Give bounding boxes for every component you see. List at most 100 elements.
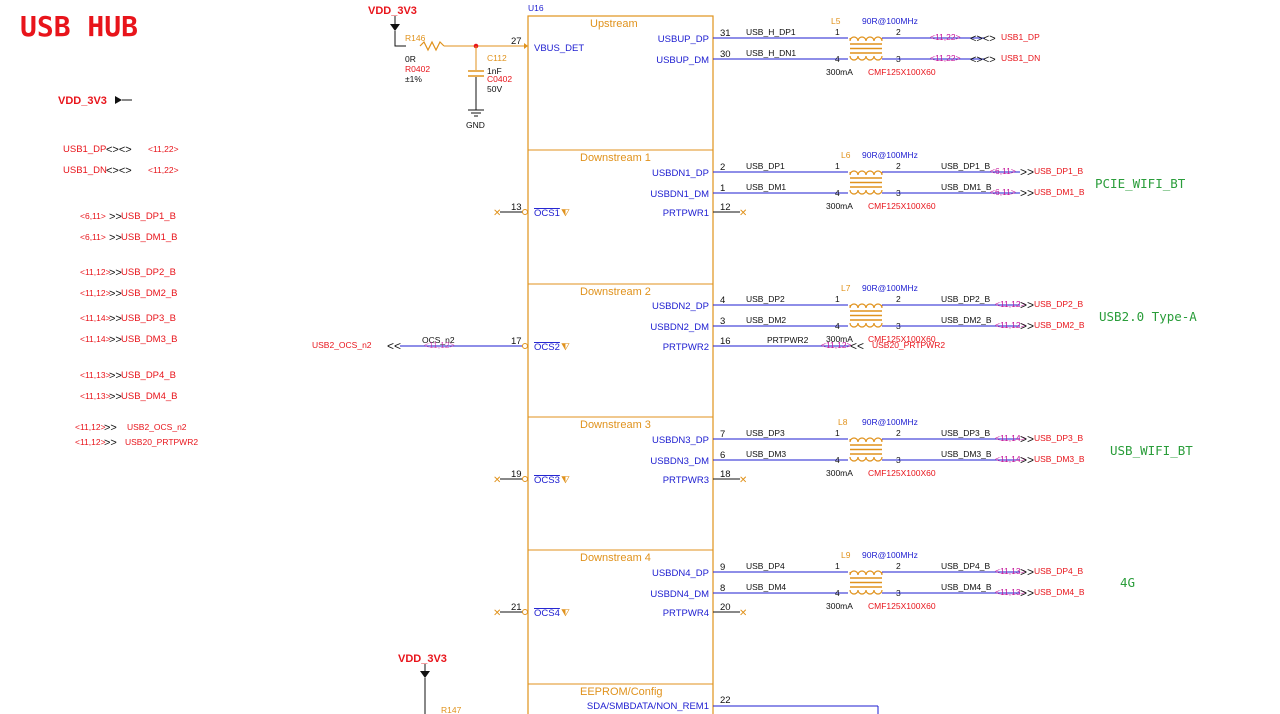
ocs2-port-label: USB2_OCS_n2 <box>312 340 372 350</box>
choke-pin: 2 <box>896 27 901 37</box>
pin-name: OCS2 <box>534 342 560 353</box>
net-name: USB_DP3 <box>746 428 785 438</box>
xref: <11,22> <box>930 32 961 42</box>
choke-pin: 1 <box>835 294 840 304</box>
net-name: USB_DM4_B <box>941 582 992 592</box>
net-name: USB_DM1_B <box>941 182 992 192</box>
schmitt-icon: ⧨ <box>561 208 570 219</box>
pin-number: 19 <box>511 469 522 480</box>
choke-pin: 2 <box>896 428 901 438</box>
left-port-name: USB_DM2_B <box>121 288 178 299</box>
port-out-icon: >> <box>1020 298 1034 312</box>
bidir-icon: <><> <box>970 33 996 45</box>
bottom-vdd-label: VDD_3V3 <box>398 653 447 665</box>
pin-number: 2 <box>720 162 725 173</box>
pin-number: 30 <box>720 49 731 60</box>
pin-name: PRTPWR1 <box>663 208 709 219</box>
pin-name: PRTPWR3 <box>663 475 709 486</box>
pin-name: USBDN3_DP <box>652 435 709 446</box>
choke-pin: 1 <box>835 561 840 571</box>
pin-number: 7 <box>720 429 725 440</box>
capacitor-value: 1nF <box>487 66 502 76</box>
left-vdd-flag: VDD_3V3 <box>58 95 132 107</box>
coil-icon <box>849 303 883 309</box>
pin-name: OCS3 <box>534 475 560 486</box>
left-port-xref: <11,13> <box>80 370 111 380</box>
pin-number: 22 <box>720 695 731 706</box>
pin-number: 16 <box>720 336 731 347</box>
port-out-icon: >> <box>109 370 122 382</box>
prtpwr2-xref: <11,12> <box>821 340 852 350</box>
left-port-xref: <11,14> <box>80 334 111 344</box>
port-out-icon: >> <box>109 288 122 300</box>
choke-pin: 4 <box>835 188 840 198</box>
prtpwr2-net: PRTPWR2 <11,12> << USB20_PRTPWR2 <box>713 335 945 353</box>
pin-number: 21 <box>511 602 522 613</box>
left-port-xref: <11,22> <box>148 165 179 175</box>
left-port-name: USB_DP1_B <box>121 211 176 222</box>
left-port-xref: <11,12> <box>80 288 111 298</box>
group-label-usb-wifi-bt: USB_WIFI_BT <box>1110 443 1193 458</box>
bidir-icon: <><> <box>106 144 132 156</box>
pin-name: USBDN3_DM <box>650 456 709 467</box>
top-vdd-label: VDD_3V3 <box>368 5 417 17</box>
choke-current: 300mA <box>826 67 853 77</box>
port-label: USB_DM4_B <box>1034 587 1085 597</box>
left-port-xref: <11,12> <box>80 267 111 277</box>
capacitor-voltage: 50V <box>487 84 502 94</box>
bottom-vdd-network: VDD_3V3 R147 <box>398 653 879 714</box>
net-name: USB_DP1 <box>746 161 785 171</box>
choke-package: CMF125X100X60 <box>868 601 936 611</box>
ic-ref: U16 <box>528 3 544 13</box>
choke-ref: L9 <box>841 550 851 560</box>
left-vdd-label: VDD_3V3 <box>58 95 107 107</box>
net-name: USB_DM3_B <box>941 449 992 459</box>
pin-name: USBDN2_DP <box>652 301 709 312</box>
choke-pin: 4 <box>835 455 840 465</box>
port-label: USB_DP4_B <box>1034 566 1083 576</box>
port-out-icon: >> <box>1020 586 1034 600</box>
group-label-usb-type-a: USB2.0 Type-A <box>1099 309 1197 324</box>
pin-number: 1 <box>720 183 725 194</box>
port-out-icon: >> <box>1020 432 1034 446</box>
choke-current: 300mA <box>826 334 853 344</box>
capacitor-ref: C112 <box>487 53 507 63</box>
port-label: USB_DM2_B <box>1034 320 1085 330</box>
pin-number: 8 <box>720 583 725 594</box>
left-port-name: USB_DM3_B <box>121 334 178 345</box>
net-name: USB_H_DP1 <box>746 27 796 37</box>
schmitt-icon: ⧨ <box>561 342 570 353</box>
choke-package: CMF125X100X60 <box>868 468 936 478</box>
port-label: USB_DM3_B <box>1034 454 1085 464</box>
pin-name: OCS4 <box>534 608 560 619</box>
choke-current: 300mA <box>826 601 853 611</box>
coil-icon <box>849 36 883 42</box>
no-connect-icon: ✕ <box>493 208 501 219</box>
ocs2-net: USB2_OCS_n2 << OCS_n2 <11,12> <box>312 335 455 353</box>
pin-number: 6 <box>720 450 725 461</box>
pin-name: PRTPWR2 <box>663 342 709 353</box>
port-out-icon: >> <box>109 334 122 346</box>
pin-number: 13 <box>511 202 522 213</box>
section-downstream-3: Downstream 3 <box>580 419 651 431</box>
xref: <6,11> <box>990 166 1016 176</box>
choke-current: 300mA <box>826 201 853 211</box>
choke-package: CMF125X100X60 <box>868 334 936 344</box>
pin-name: USBDN2_DM <box>650 322 709 333</box>
resistor-tolerance: ±1% <box>405 74 422 84</box>
pin-name: OCS1 <box>534 208 560 219</box>
choke-pin: 1 <box>835 27 840 37</box>
coil-icon <box>849 170 883 176</box>
net-name: USB_DM2 <box>746 315 786 325</box>
left-port-name: USB_DP2_B <box>121 267 176 278</box>
coil-icon <box>849 437 883 443</box>
pin-name: USBDN1_DM <box>650 189 709 200</box>
resistor-ref-2: R147 <box>441 705 462 714</box>
vbus-detect-network: VDD_3V3 R146 0R R0402 ±1% C112 1nF C0402… <box>368 5 526 130</box>
prtpwr2-port: USB20_PRTPWR2 <box>872 340 945 350</box>
group-label-4g: 4G <box>1120 575 1135 590</box>
xref: <11,14> <box>995 433 1026 443</box>
pin-name: VBUS_DET <box>534 43 584 54</box>
